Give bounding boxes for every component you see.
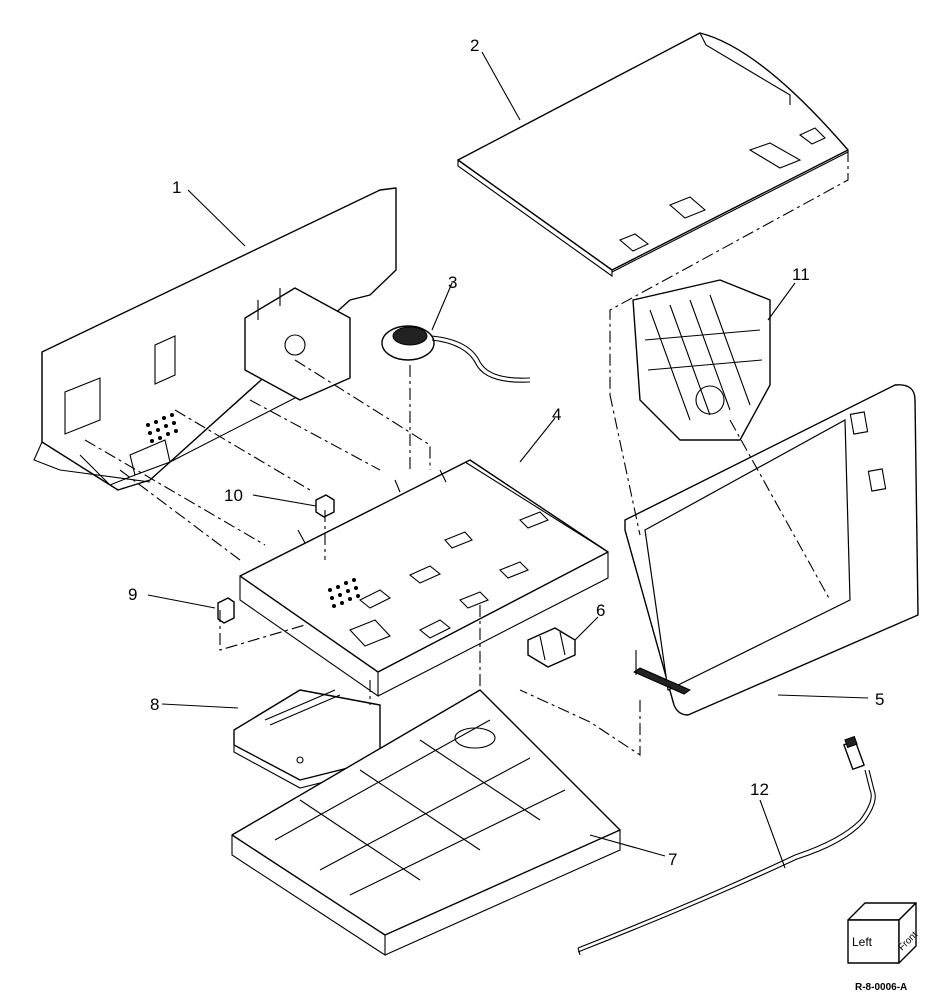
part-10-small-bracket	[315, 494, 335, 518]
part-5-touch-display	[624, 384, 919, 716]
callout-6: 6	[596, 601, 605, 620]
part-1-vent-holes	[146, 413, 178, 443]
callout-10: 10	[224, 486, 243, 505]
part-9-clip	[217, 597, 235, 624]
leader-lines	[147, 51, 869, 869]
callout-1: 1	[172, 178, 181, 197]
part-6-connector	[527, 627, 576, 668]
callout-2: 2	[470, 36, 479, 55]
part-11-display-bracket	[632, 279, 771, 441]
callout-11: 11	[792, 265, 810, 284]
callout-7: 7	[668, 850, 677, 869]
part-2-top-cover	[457, 32, 849, 278]
callout-12: 12	[750, 780, 769, 799]
callout-4: 4	[552, 405, 561, 424]
part-4-main-tray	[239, 459, 609, 698]
part-4-vent-holes	[328, 578, 360, 608]
callout-9: 9	[128, 585, 137, 604]
callout-5: 5	[875, 690, 884, 709]
part-3-speaker	[381, 325, 531, 383]
orientation-cube: Left Front	[847, 902, 920, 964]
reference-id: R-8-0006-A	[855, 982, 907, 993]
part-1-rear-frame	[33, 187, 397, 491]
part-12-cable	[577, 735, 876, 956]
part-7-base-frame	[231, 689, 621, 957]
callout-numbers: 1 2 3 4 5 6 7 8 9 10 11 12	[128, 36, 884, 869]
callout-8: 8	[150, 695, 159, 714]
callout-3: 3	[448, 273, 457, 292]
assembly-lines	[84, 150, 849, 757]
cube-left-label: Left	[852, 935, 873, 949]
